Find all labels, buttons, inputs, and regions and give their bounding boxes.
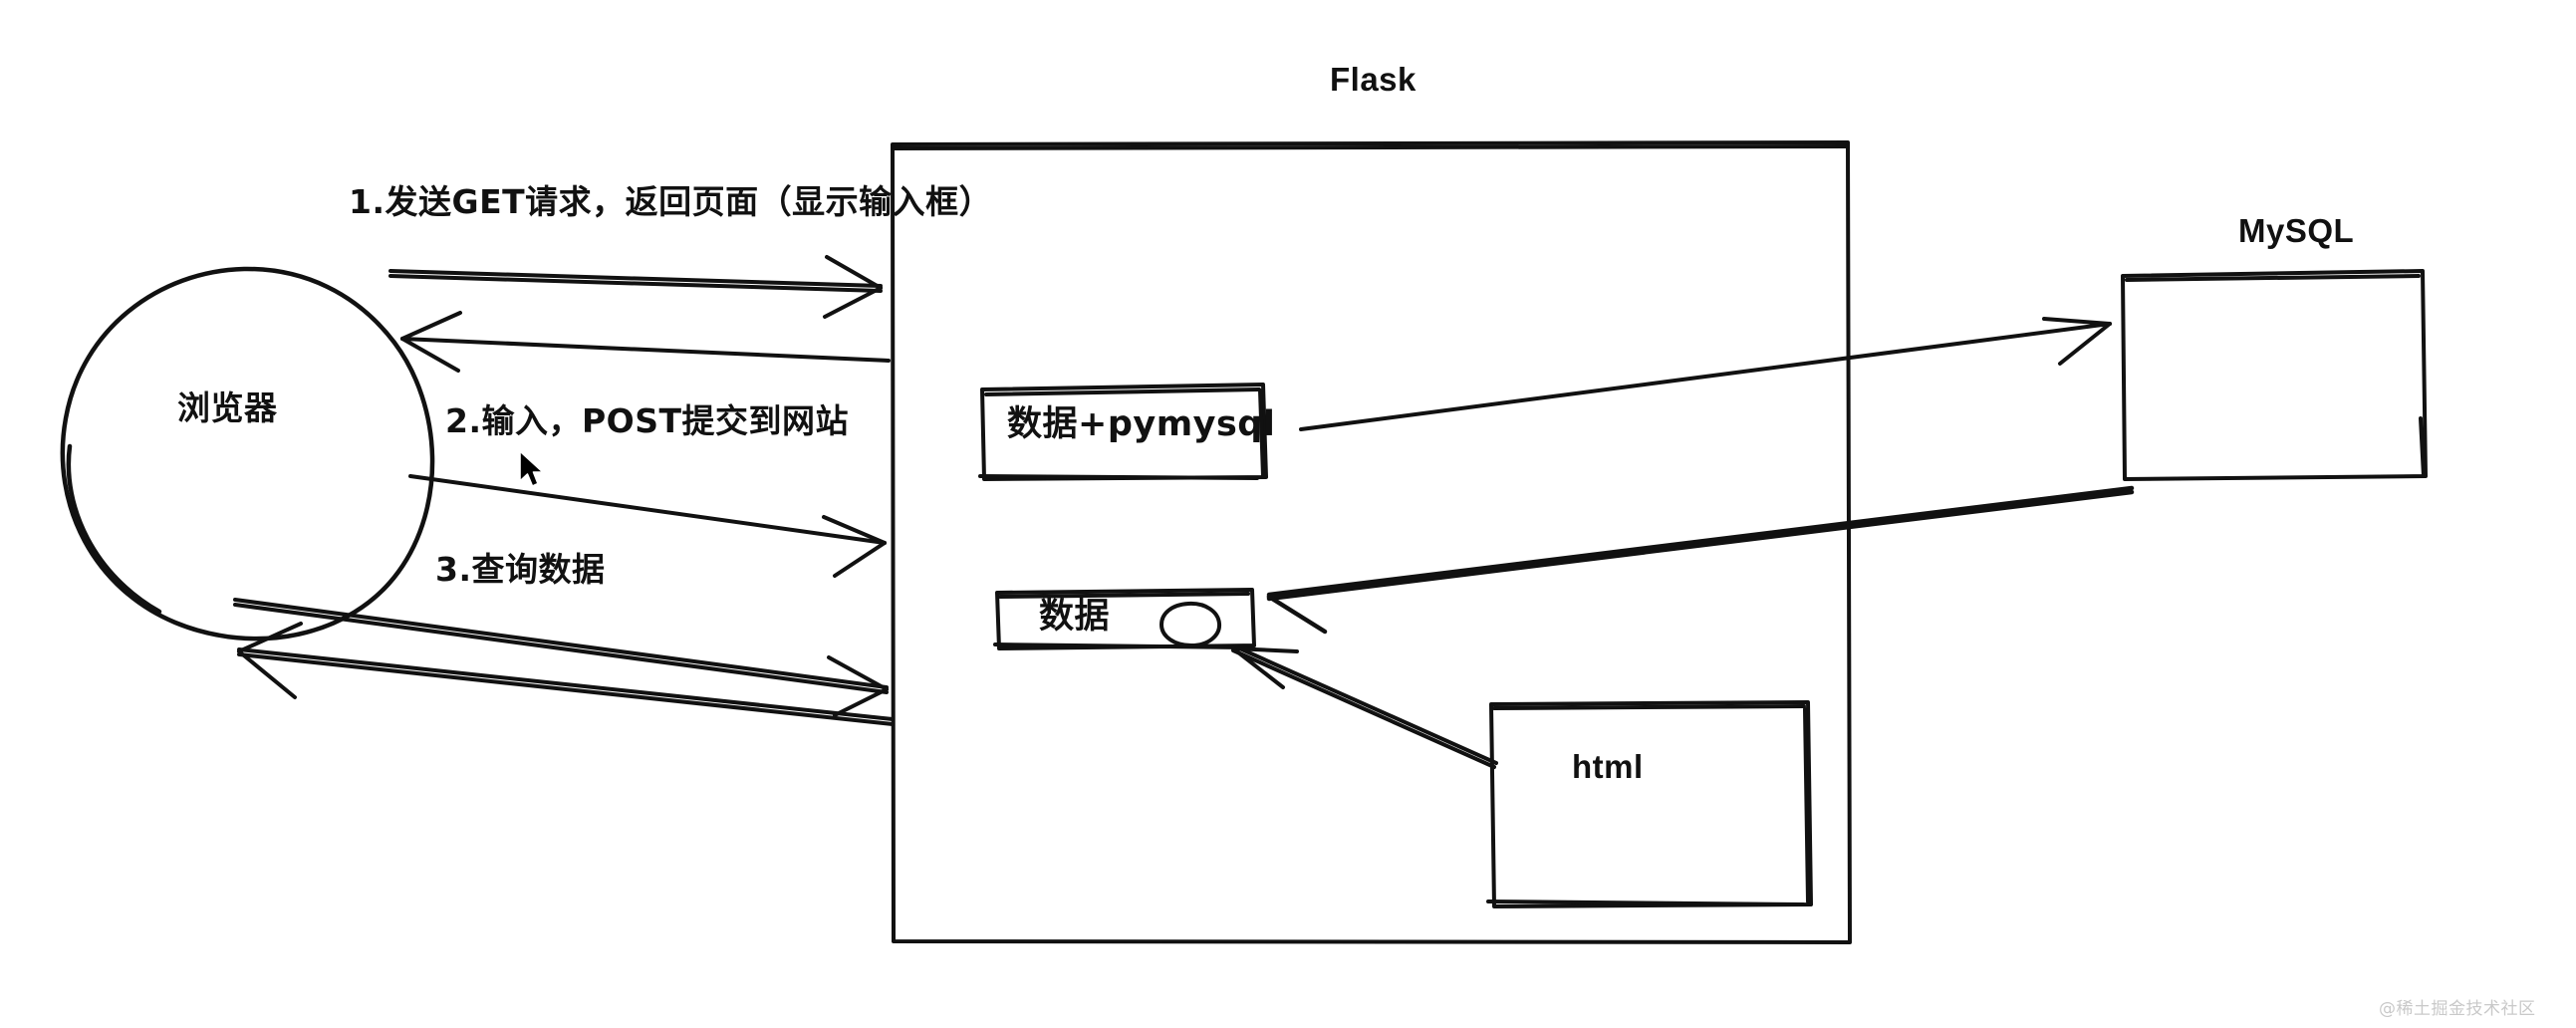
flask-label: Flask [1330,61,1417,98]
edge-step3-forward [233,598,889,717]
mysql-box-shape [2121,269,2428,481]
edge-mysql-to-data [1266,485,2135,635]
edge-html-to-data [1231,644,1498,769]
edge-step3-return [237,622,895,726]
edge-label-step3: 3.查询数据 [435,550,606,589]
mysql-label: MySQL [2238,212,2355,249]
data-box-shape [993,588,1256,650]
data-box-label: 数据 [1039,597,1111,637]
edge-label-step2: 2.输入，POST提交到网站 [445,401,850,440]
edge-label-step1: 1.发送GET请求，返回页面（显示输入框） [349,182,993,221]
browser-label: 浏览器 [177,388,278,427]
edge-step1-return [400,311,891,373]
html-box-shape [1486,700,1813,908]
pymysql-box-shape [978,383,1268,481]
edge-step2-forward [408,474,887,578]
edge-step1-forward [388,255,883,319]
mouse-pointer-icon [519,450,544,487]
html-box-label: html [1572,748,1644,785]
ellipse-icon [1159,601,1222,647]
watermark: @稀土掘金技术社区 [2379,999,2536,1019]
browser-circle-shape [60,266,435,642]
flask-container-shape [891,140,1852,944]
edge-pymysql-to-mysql [1299,317,2112,431]
pymysql-box-label: 数据+pymysql [1007,404,1276,444]
